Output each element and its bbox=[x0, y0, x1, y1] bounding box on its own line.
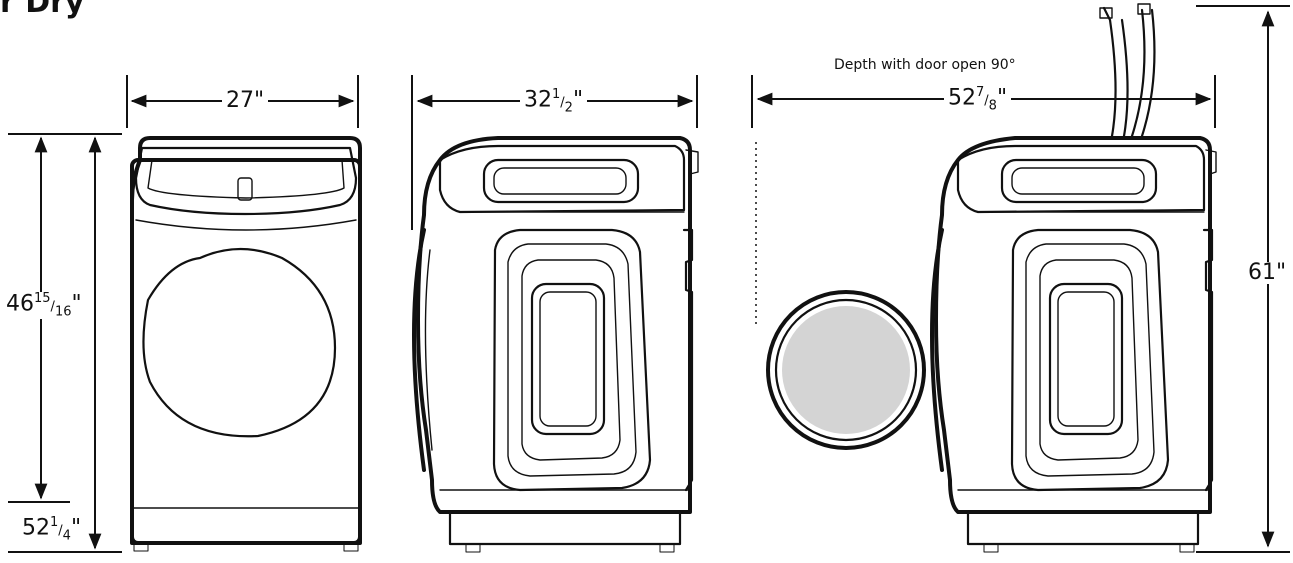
width-label: 27" bbox=[222, 90, 269, 112]
door-open-view-dryer bbox=[755, 3, 1217, 553]
front-cabinet bbox=[130, 158, 362, 545]
side-control-panel bbox=[482, 158, 640, 204]
door-open-caption: Depth with door open 90° bbox=[830, 58, 1020, 72]
front-door bbox=[142, 247, 337, 438]
foot-left bbox=[133, 542, 149, 552]
height-label-num: 15 bbox=[34, 291, 51, 306]
door-open-height-den: 4 bbox=[62, 528, 71, 544]
door-open-depth-num: 7 bbox=[976, 85, 985, 100]
hose-left bbox=[1102, 6, 1117, 138]
page-title: r Dry bbox=[0, 0, 85, 20]
side-foot-rear bbox=[659, 543, 675, 553]
door-open-depth-whole: 52 bbox=[948, 85, 976, 111]
door-open-depth-suffix: " bbox=[996, 85, 1008, 111]
height-label-den: 16 bbox=[54, 304, 72, 320]
door-open-depth-den: 8 bbox=[988, 98, 997, 114]
side-depth-den: 2 bbox=[564, 100, 573, 116]
total-height-label: 61" bbox=[1244, 262, 1291, 284]
side-depth-whole: 32 bbox=[524, 87, 552, 113]
open-door-glass bbox=[782, 306, 910, 434]
side-depth-suffix: " bbox=[572, 87, 584, 113]
height-label-whole: 46 bbox=[6, 291, 34, 317]
side-drum-outline bbox=[492, 228, 652, 492]
door-open-height-whole: 52 bbox=[22, 515, 50, 541]
height-label-suffix: " bbox=[71, 291, 82, 317]
side-depth-label: 321/2" bbox=[520, 87, 588, 116]
side-depth-num: 1 bbox=[552, 87, 561, 102]
side-foot-front bbox=[465, 543, 481, 553]
hose-right bbox=[1130, 8, 1146, 138]
door-open-height-num: 1 bbox=[50, 515, 59, 530]
open-door-ring bbox=[766, 290, 926, 450]
door-handle-icon bbox=[237, 177, 253, 201]
door-open-depth-label: 527/8" bbox=[944, 85, 1012, 114]
height-dimension bbox=[8, 133, 122, 553]
control-panel bbox=[134, 146, 358, 216]
door-open-height-suffix: " bbox=[70, 515, 82, 541]
height-label: 4615/16" bbox=[2, 292, 86, 319]
foot-right bbox=[343, 542, 359, 552]
door-open-height-label: 521/4" bbox=[18, 515, 86, 544]
side-view-dryer bbox=[412, 136, 699, 553]
front-view-dryer bbox=[130, 136, 362, 552]
